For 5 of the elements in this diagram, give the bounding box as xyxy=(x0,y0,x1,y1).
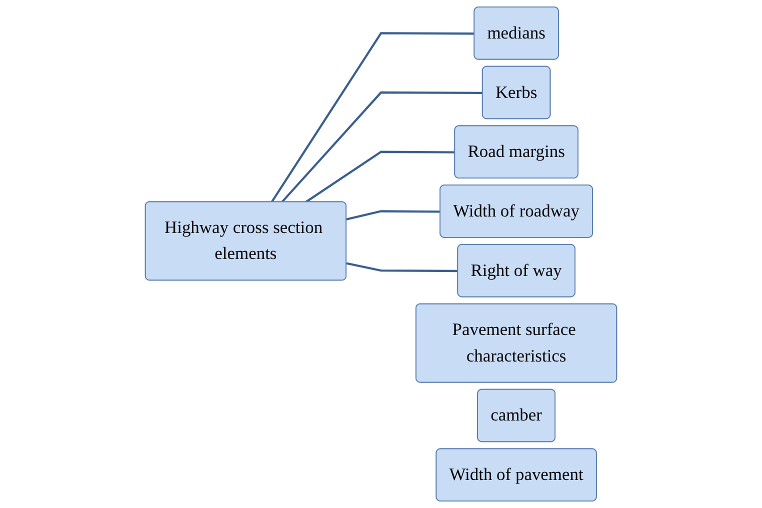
connector xyxy=(346,210,440,220)
connector xyxy=(281,91,483,203)
connector xyxy=(270,32,475,203)
connector xyxy=(346,262,458,272)
connector xyxy=(305,150,456,203)
